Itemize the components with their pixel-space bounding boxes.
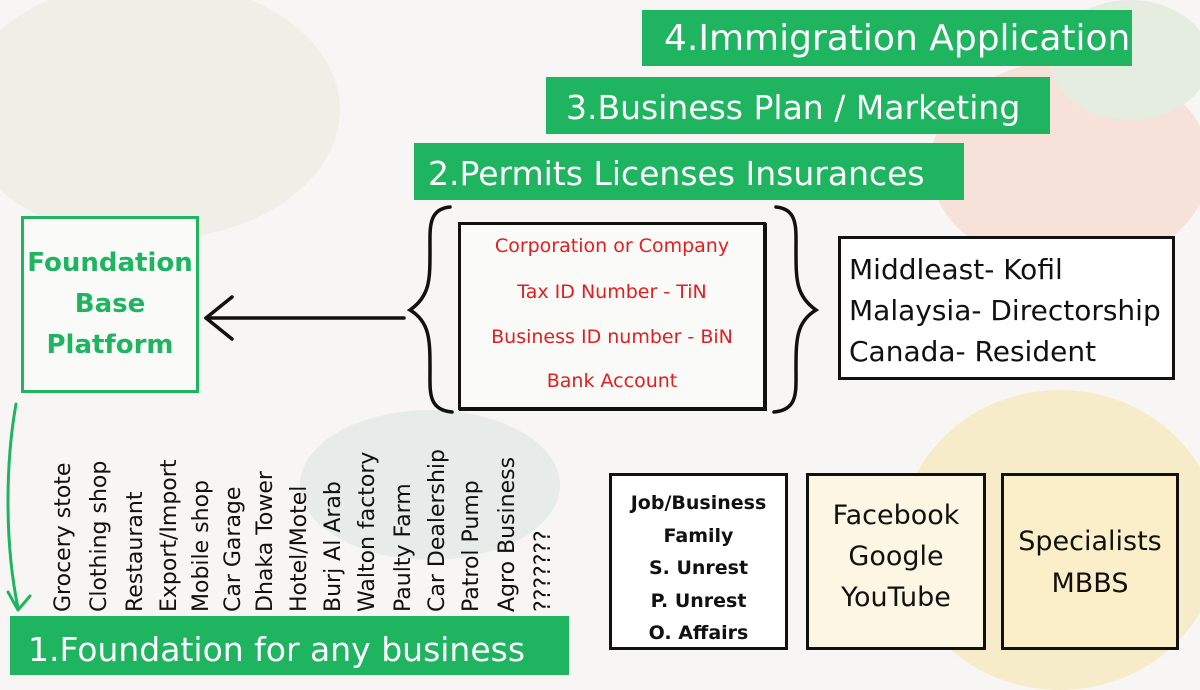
business-item: Hotel/Motel — [287, 485, 312, 612]
foundation-label-line: Platform — [46, 330, 174, 360]
business-item: ??????? — [531, 530, 556, 612]
business-item: Grocery stote — [51, 462, 76, 612]
reasons-box: Job/Business Family S. Unrest P. Unrest … — [609, 473, 788, 650]
business-item: Car Garage — [221, 486, 246, 612]
channel-item: YouTube — [841, 582, 951, 613]
business-item: Paulty Farm — [391, 483, 416, 612]
specialist-item: MBBS — [1051, 568, 1129, 599]
marketing-channels-box: Facebook Google YouTube — [806, 473, 986, 650]
channel-item: Google — [848, 541, 944, 572]
business-item: Walton factory — [355, 451, 380, 612]
background-map-shape — [300, 410, 560, 560]
business-item: Burj Al Arab — [321, 481, 346, 612]
step-2-banner: 2.Permits Licenses Insurances — [414, 143, 964, 200]
requirement-item: Business ID number - BiN — [491, 326, 733, 348]
requirement-item: Bank Account — [546, 370, 678, 392]
business-item: Agro Business — [495, 456, 520, 612]
country-residency-box: Middleast- Kofil Malaysia- Directorship … — [838, 236, 1175, 380]
country-item: Middleast- Kofil — [849, 253, 1063, 286]
step-3-banner: 3.Business Plan / Marketing — [546, 77, 1050, 134]
business-item: Clothing shop — [87, 460, 112, 612]
reason-item: Job/Business — [630, 492, 767, 514]
specialists-box: Specialists MBBS — [1001, 473, 1179, 650]
requirement-item: Corporation or Company — [494, 235, 730, 257]
reason-item: Family — [663, 525, 734, 547]
channel-item: Facebook — [832, 500, 960, 531]
requirements-box: Corporation or Company Tax ID Number - T… — [458, 222, 766, 410]
reason-item: S. Unrest — [648, 557, 749, 579]
requirement-item: Tax ID Number - TiN — [517, 281, 707, 303]
step-4-banner: 4.Immigration Application — [642, 10, 1132, 66]
foundation-label-line: Foundation — [27, 248, 193, 278]
specialist-item: Specialists — [1018, 526, 1162, 557]
reason-item: O. Affairs — [648, 622, 749, 644]
business-item: Car Dealership — [425, 448, 450, 612]
foundation-base-platform-box: Foundation Base Platform — [21, 216, 199, 393]
step-1-banner: 1.Foundation for any business — [10, 616, 569, 675]
business-item: Restaurant — [123, 491, 148, 612]
business-types-list: Grocery stote Clothing shop Restaurant E… — [0, 0, 600, 675]
background-map-shape — [0, 0, 340, 240]
business-item: Export/Import — [157, 459, 182, 612]
foundation-label-line: Base — [74, 289, 146, 319]
right-brace-icon — [772, 205, 820, 414]
country-item: Canada- Resident — [849, 335, 1097, 368]
business-item: Dhaka Tower — [253, 471, 278, 612]
business-item: Patrol Pump — [459, 480, 484, 612]
reason-item: P. Unrest — [650, 590, 747, 612]
business-item: Mobile shop — [189, 480, 214, 612]
country-item: Malaysia- Directorship — [849, 294, 1161, 327]
